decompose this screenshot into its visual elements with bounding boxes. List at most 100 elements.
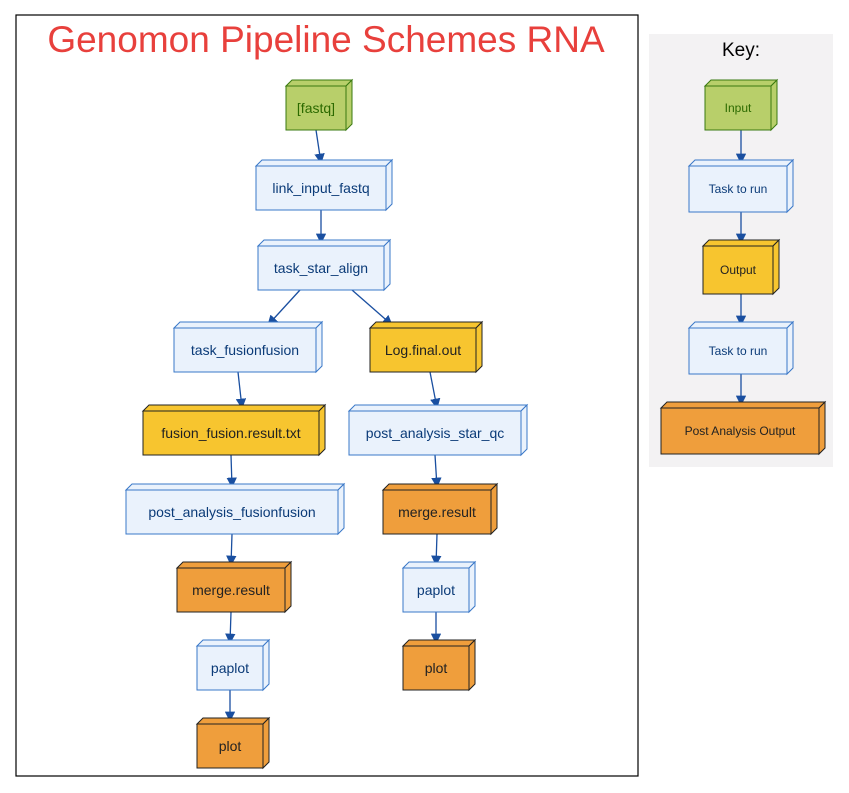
node-fastq-front-face (285, 85, 347, 131)
key-item-2: Output (701, 238, 781, 296)
node-fastq-label: [fastq] (297, 100, 335, 116)
key-item-4-top-face (659, 401, 827, 409)
node-plot_right-top-face (401, 639, 477, 647)
node-link_input_fastq-front-face (255, 165, 387, 211)
node-merge_result_left-side-face (284, 560, 292, 614)
edge-fusion_result-to-post_analysis_fusionfusion (226, 454, 237, 489)
node-fastq-top-face (284, 79, 354, 87)
node-paplot_right-top-face (401, 561, 477, 569)
node-merge_result_left-label: merge.result (192, 582, 270, 598)
key-item-2-side-face (772, 238, 780, 296)
key-item-2-front-face (702, 245, 774, 295)
node-paplot_right-side-face (468, 560, 476, 614)
node-post_analysis_star_qc-front-face (348, 410, 522, 456)
node-paplot_left-label: paplot (211, 660, 249, 676)
key-item-4-side-face (818, 400, 826, 456)
node-merge_result_right-label: merge.result (398, 504, 476, 520)
node-merge_result_right: merge.result (381, 482, 499, 536)
node-task_fusionfusion-front-face (173, 327, 317, 373)
diagram-frame (15, 14, 639, 777)
node-link_input_fastq-side-face (385, 158, 393, 212)
node-link_input_fastq-label: link_input_fastq (272, 180, 369, 196)
key-item-1-label: Task to run (709, 182, 768, 196)
key-item-0-front-face (704, 85, 772, 131)
node-paplot_left-top-face (195, 639, 271, 647)
key-item-1-side-face (786, 158, 794, 214)
node-merge_result_left-top-face (175, 561, 293, 569)
node-paplot_left-side-face (262, 638, 270, 692)
key-item-4-label: Post Analysis Output (685, 424, 796, 438)
node-log_final_out-top-face (368, 321, 484, 329)
node-plot_left-side-face (262, 716, 270, 770)
node-plot_left-top-face (195, 717, 271, 725)
key-item-0: Input (703, 78, 779, 132)
diagram-title: Genomon Pipeline Schemes RNA (47, 19, 605, 60)
key-item-3-top-face (687, 321, 795, 329)
key-item-0-label: Input (725, 101, 752, 115)
key-item-2-label: Output (720, 263, 757, 277)
key-title: Key: (722, 40, 760, 61)
node-fusion_result-top-face (141, 404, 327, 412)
node-plot_left: plot (195, 716, 271, 770)
node-plot_right: plot (401, 638, 477, 692)
key-item-3-front-face (688, 327, 788, 375)
node-plot_right-label: plot (425, 660, 448, 676)
node-merge_result_left: merge.result (175, 560, 293, 614)
node-post_analysis_fusionfusion-label: post_analysis_fusionfusion (148, 504, 315, 520)
node-merge_result_left-front-face (176, 567, 286, 613)
key-item-2-top-face (701, 239, 781, 247)
edge-merge_result_left-to-paplot_left (225, 611, 236, 645)
edge-task_star_align-to-task_fusionfusion (267, 289, 301, 326)
node-paplot_right-label: paplot (417, 582, 455, 598)
node-log_final_out-side-face (475, 320, 483, 374)
node-paplot_right-front-face (402, 567, 470, 613)
node-task_star_align-top-face (256, 239, 392, 247)
node-post_analysis_star_qc-top-face (347, 404, 529, 412)
node-post_analysis_fusionfusion-front-face (125, 489, 339, 535)
edge-fastq-to-link_input_fastq (314, 129, 325, 165)
edge-log_final_out-to-post_analysis_star_qc (429, 371, 441, 410)
edge-task_fusionfusion-to-fusion_result (235, 371, 247, 410)
node-task_fusionfusion-side-face (315, 320, 323, 374)
node-fusion_result-side-face (318, 403, 326, 457)
node-post_analysis_fusionfusion-top-face (124, 483, 346, 491)
node-paplot_left: paplot (195, 638, 271, 692)
node-task_fusionfusion-top-face (172, 321, 324, 329)
node-task_fusionfusion: task_fusionfusion (172, 320, 324, 374)
node-plot_right-side-face (468, 638, 476, 692)
node-paplot_left-front-face (196, 645, 264, 691)
key-item-4-front-face (660, 407, 820, 455)
node-link_input_fastq-top-face (254, 159, 394, 167)
node-post_analysis_fusionfusion-side-face (337, 482, 345, 536)
node-fastq: [fastq] (284, 78, 354, 132)
node-plot_right-front-face (402, 645, 470, 691)
node-merge_result_right-front-face (382, 489, 492, 535)
key-item-4: Post Analysis Output (659, 400, 827, 456)
node-log_final_out: Log.final.out (368, 320, 484, 374)
node-paplot_right: paplot (401, 560, 477, 614)
node-log_final_out-front-face (369, 327, 477, 373)
key-item-1: Task to run (687, 158, 795, 214)
key-item-0-top-face (703, 79, 779, 87)
node-fusion_result: fusion_fusion.result.txt (141, 403, 327, 457)
node-plot_left-front-face (196, 723, 264, 769)
node-task_star_align-side-face (383, 238, 391, 292)
node-log_final_out-label: Log.final.out (385, 342, 461, 358)
key-item-0-side-face (770, 78, 778, 132)
node-post_analysis_star_qc-side-face (520, 403, 528, 457)
node-fastq-side-face (345, 78, 353, 132)
key-item-3-label: Task to run (709, 344, 768, 358)
node-link_input_fastq: link_input_fastq (254, 158, 394, 212)
node-post_analysis_fusionfusion: post_analysis_fusionfusion (124, 482, 346, 536)
node-task_star_align-front-face (257, 245, 385, 291)
node-task_star_align: task_star_align (256, 238, 392, 292)
node-plot_left-label: plot (219, 738, 242, 754)
node-merge_result_right-top-face (381, 483, 499, 491)
node-task_fusionfusion-label: task_fusionfusion (191, 342, 299, 358)
node-fusion_result-label: fusion_fusion.result.txt (161, 425, 300, 441)
edge-task_star_align-to-log_final_out (351, 289, 393, 326)
node-post_analysis_star_qc: post_analysis_star_qc (347, 403, 529, 457)
edge-post_analysis_star_qc-to-merge_result_right (431, 454, 442, 489)
key-item-3-side-face (786, 320, 794, 376)
node-task_star_align-label: task_star_align (274, 260, 368, 276)
